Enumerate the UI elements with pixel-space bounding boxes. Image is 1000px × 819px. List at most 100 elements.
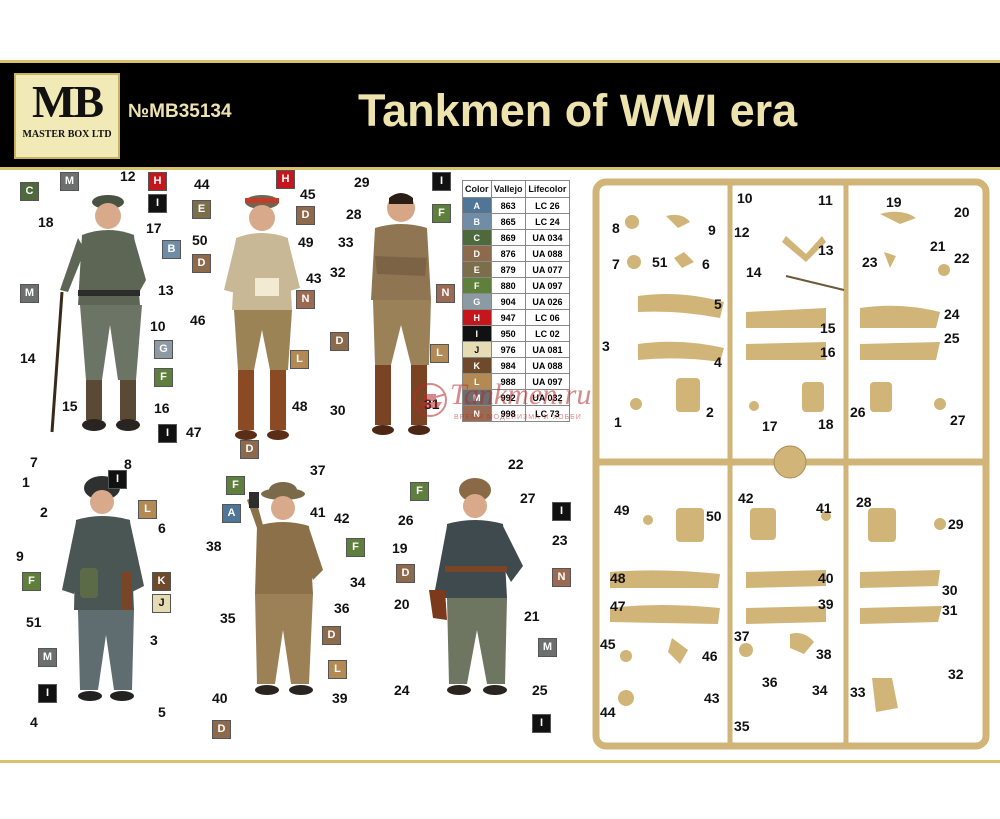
page-title: Tankmen of WWI era [358,85,798,136]
part-number: 47 [186,424,202,440]
color-swatch-cell: A [462,197,492,214]
table-header-row: Color Vallejo Lifecolor [462,180,571,198]
sprue-number: 38 [816,646,832,662]
part-number: 8 [124,456,132,472]
lifecolor-cell: LC 02 [524,325,571,342]
color-chip: I [158,424,177,443]
color-chip: I [552,502,571,521]
color-swatch-cell: G [462,293,492,310]
sprue-number: 28 [856,494,872,510]
color-chip: H [276,170,295,189]
part-number: 24 [394,682,410,698]
part-number: 23 [552,532,568,548]
part-number: 3 [150,632,158,648]
color-chip: N [296,290,315,309]
vallejo-cell: 865 [490,213,526,230]
part-number: 28 [346,206,362,222]
catalog-number: №MB35134 [128,101,232,122]
part-number: 21 [524,608,540,624]
figure-binoculars [225,470,345,740]
lifecolor-cell: LC 24 [524,213,571,230]
sprue-number: 49 [614,502,630,518]
brand-logo: MB MASTER BOX LTD [14,73,120,159]
vallejo-cell: 976 [490,341,526,358]
sprue-number: 26 [850,404,866,420]
sprue-number: 31 [942,602,958,618]
part-number: 49 [298,234,314,250]
sprue-number: 50 [706,508,722,524]
sprue-number: 13 [818,242,834,258]
color-chip: M [538,638,557,657]
part-number: 16 [154,400,170,416]
part-number: 50 [192,232,208,248]
part-number: 29 [354,174,370,190]
color-chip: F [22,572,41,591]
color-chip: D [296,206,315,225]
sprue-number: 3 [602,338,610,354]
part-number: 2 [40,504,48,520]
figure-4-silhouette [62,476,144,701]
sprue-number: 7 [612,256,620,272]
sprue-number: 25 [944,330,960,346]
sprue-number: 17 [762,418,778,434]
part-number: 36 [334,600,350,616]
color-swatch-cell: L [462,373,492,390]
part-number: 37 [310,462,326,478]
part-number: 43 [306,270,322,286]
part-number: 35 [220,610,236,626]
lifecolor-cell: UA 081 [524,341,571,358]
lifecolor-cell: UA 088 [524,357,571,374]
part-number: 33 [338,234,354,250]
part-number: 45 [300,186,316,202]
part-number: 41 [310,504,326,520]
part-number: 5 [158,704,166,720]
figure-arms-crossed [345,180,455,450]
color-swatch-cell: C [462,229,492,246]
sprue-number: 20 [954,204,970,220]
color-chip: D [192,254,211,273]
color-chip: C [20,182,39,201]
color-chip: N [552,568,571,587]
part-number: 17 [146,220,162,236]
sprue-number: 48 [610,570,626,586]
lifecolor-cell: UA 077 [524,261,571,278]
part-number: 22 [508,456,524,472]
figure-5-silhouette [247,482,323,695]
part-number: 19 [392,540,408,556]
part-number: 13 [158,282,174,298]
vallejo-cell: 947 [490,309,526,326]
sprue-number: 29 [948,516,964,532]
sprue-number: 21 [930,238,946,254]
vallejo-cell: 992 [490,389,526,406]
vallejo-cell: 879 [490,261,526,278]
logo-mark: MB [31,76,104,127]
lifecolor-cell: LC 73 [524,405,571,422]
color-chip: F [432,204,451,223]
vallejo-cell: 984 [490,357,526,374]
color-chip: M [20,284,39,303]
sprue-number: 36 [762,674,778,690]
color-chip: F [226,476,245,495]
color-swatch-cell: F [462,277,492,294]
figure-helmet-goggles [40,460,170,740]
figure-2-silhouette [224,195,300,440]
tank-logo-icon [413,383,447,417]
sprue-number: 24 [944,306,960,322]
sprue-number: 44 [600,704,616,720]
column-header-color: Color [462,180,492,198]
part-number: 34 [350,574,366,590]
figure-hand-on-hip [415,470,545,740]
logo-subtitle: MASTER BOX LTD [22,129,112,140]
color-chip: I [432,172,451,191]
vallejo-cell: 880 [490,277,526,294]
vallejo-cell: 998 [490,405,526,422]
part-number: 27 [520,490,536,506]
figure-3-silhouette [371,193,431,435]
sprue-number: 51 [652,254,668,270]
color-chip: I [148,194,167,213]
